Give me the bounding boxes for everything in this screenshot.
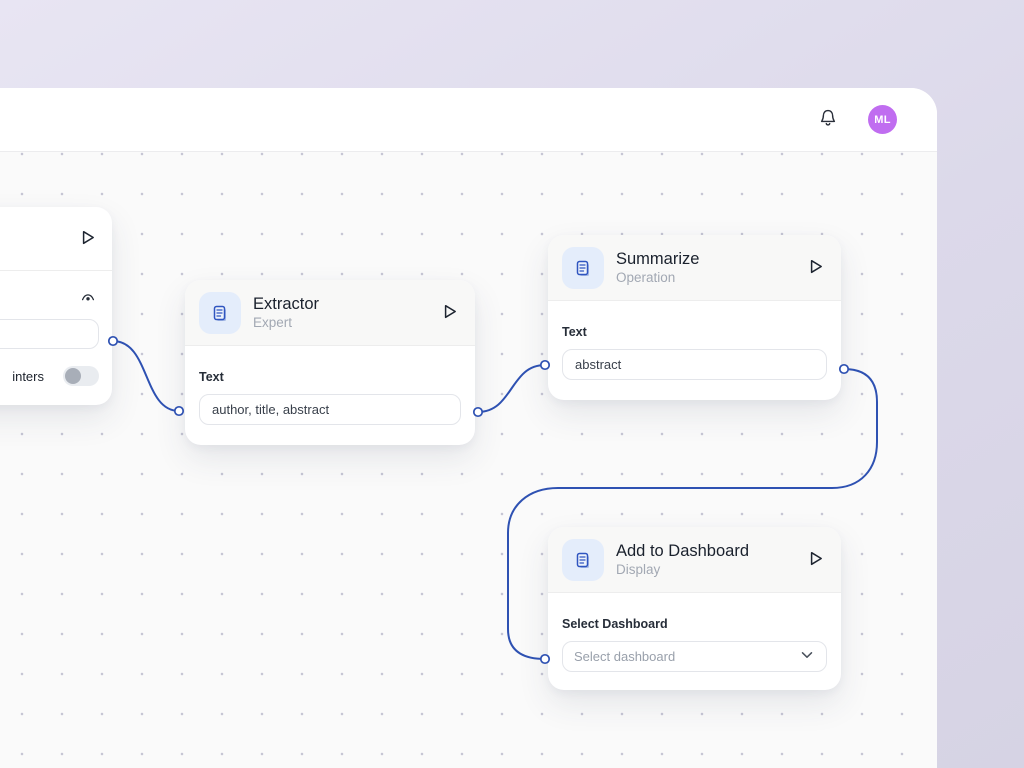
user-avatar[interactable]: ML: [868, 105, 897, 134]
node-header: [0, 207, 112, 271]
output-port[interactable]: [472, 406, 484, 418]
bell-icon: [818, 108, 838, 131]
input-port[interactable]: [173, 405, 185, 417]
text-field[interactable]: [199, 394, 461, 425]
run-node-button[interactable]: [803, 256, 827, 280]
node-title: Add to Dashboard: [616, 542, 750, 560]
document-icon: [562, 246, 604, 289]
play-icon: [806, 257, 825, 279]
chevron-down-icon: [799, 647, 815, 666]
node-extractor[interactable]: Extractor Expert Text: [185, 280, 475, 445]
document-icon: [562, 538, 604, 581]
notifications-button[interactable]: [814, 106, 842, 134]
document-icon: [199, 291, 241, 334]
node-subtitle: Expert: [253, 314, 293, 330]
node-title: Summarize: [616, 250, 700, 268]
text-field[interactable]: [0, 319, 99, 349]
node-body: Select Dashboard Select dashboard: [548, 593, 841, 672]
text-field[interactable]: [562, 349, 827, 380]
app-window: ML: [0, 88, 937, 768]
node-body: Text: [185, 346, 475, 425]
run-node-button[interactable]: [75, 227, 99, 251]
dashboard-select-placeholder: Select dashboard: [574, 649, 676, 664]
node-subtitle: Operation: [616, 269, 676, 285]
eye-icon: [80, 290, 96, 309]
workflow-canvas[interactable]: inters Extractor E: [0, 152, 937, 768]
toggle-knob: [65, 368, 81, 384]
preview-toggle-button[interactable]: [80, 291, 96, 307]
node-body: Text: [548, 301, 841, 380]
output-port[interactable]: [838, 363, 850, 375]
play-icon: [806, 549, 825, 571]
field-label: Select Dashboard: [562, 617, 668, 631]
run-node-button[interactable]: [437, 301, 461, 325]
node-subtitle: Display: [616, 561, 661, 577]
field-label: Text: [562, 325, 587, 339]
field-label: Text: [199, 370, 224, 384]
node-header: Extractor Expert: [185, 280, 475, 346]
dashboard-select[interactable]: Select dashboard: [562, 641, 827, 672]
connection-extractor-to-summarize[interactable]: [477, 364, 546, 413]
toggle-label: inters: [12, 368, 44, 384]
play-icon: [440, 302, 459, 324]
node-header: Summarize Operation: [548, 235, 841, 301]
run-node-button[interactable]: [803, 548, 827, 572]
node-title: Extractor: [253, 295, 320, 313]
node-add-to-dashboard[interactable]: Add to Dashboard Display Select Dashboar…: [548, 527, 841, 690]
node-summarize[interactable]: Summarize Operation Text: [548, 235, 841, 400]
play-icon: [78, 228, 97, 250]
toggle-switch[interactable]: [63, 366, 99, 386]
toggle-row: inters: [0, 366, 99, 386]
node-body: inters: [0, 291, 112, 386]
node-header: Add to Dashboard Display: [548, 527, 841, 593]
app-header: ML: [0, 88, 937, 152]
connection-pointers-to-extractor[interactable]: [112, 340, 180, 412]
node-pointers-partial[interactable]: inters: [0, 207, 112, 405]
